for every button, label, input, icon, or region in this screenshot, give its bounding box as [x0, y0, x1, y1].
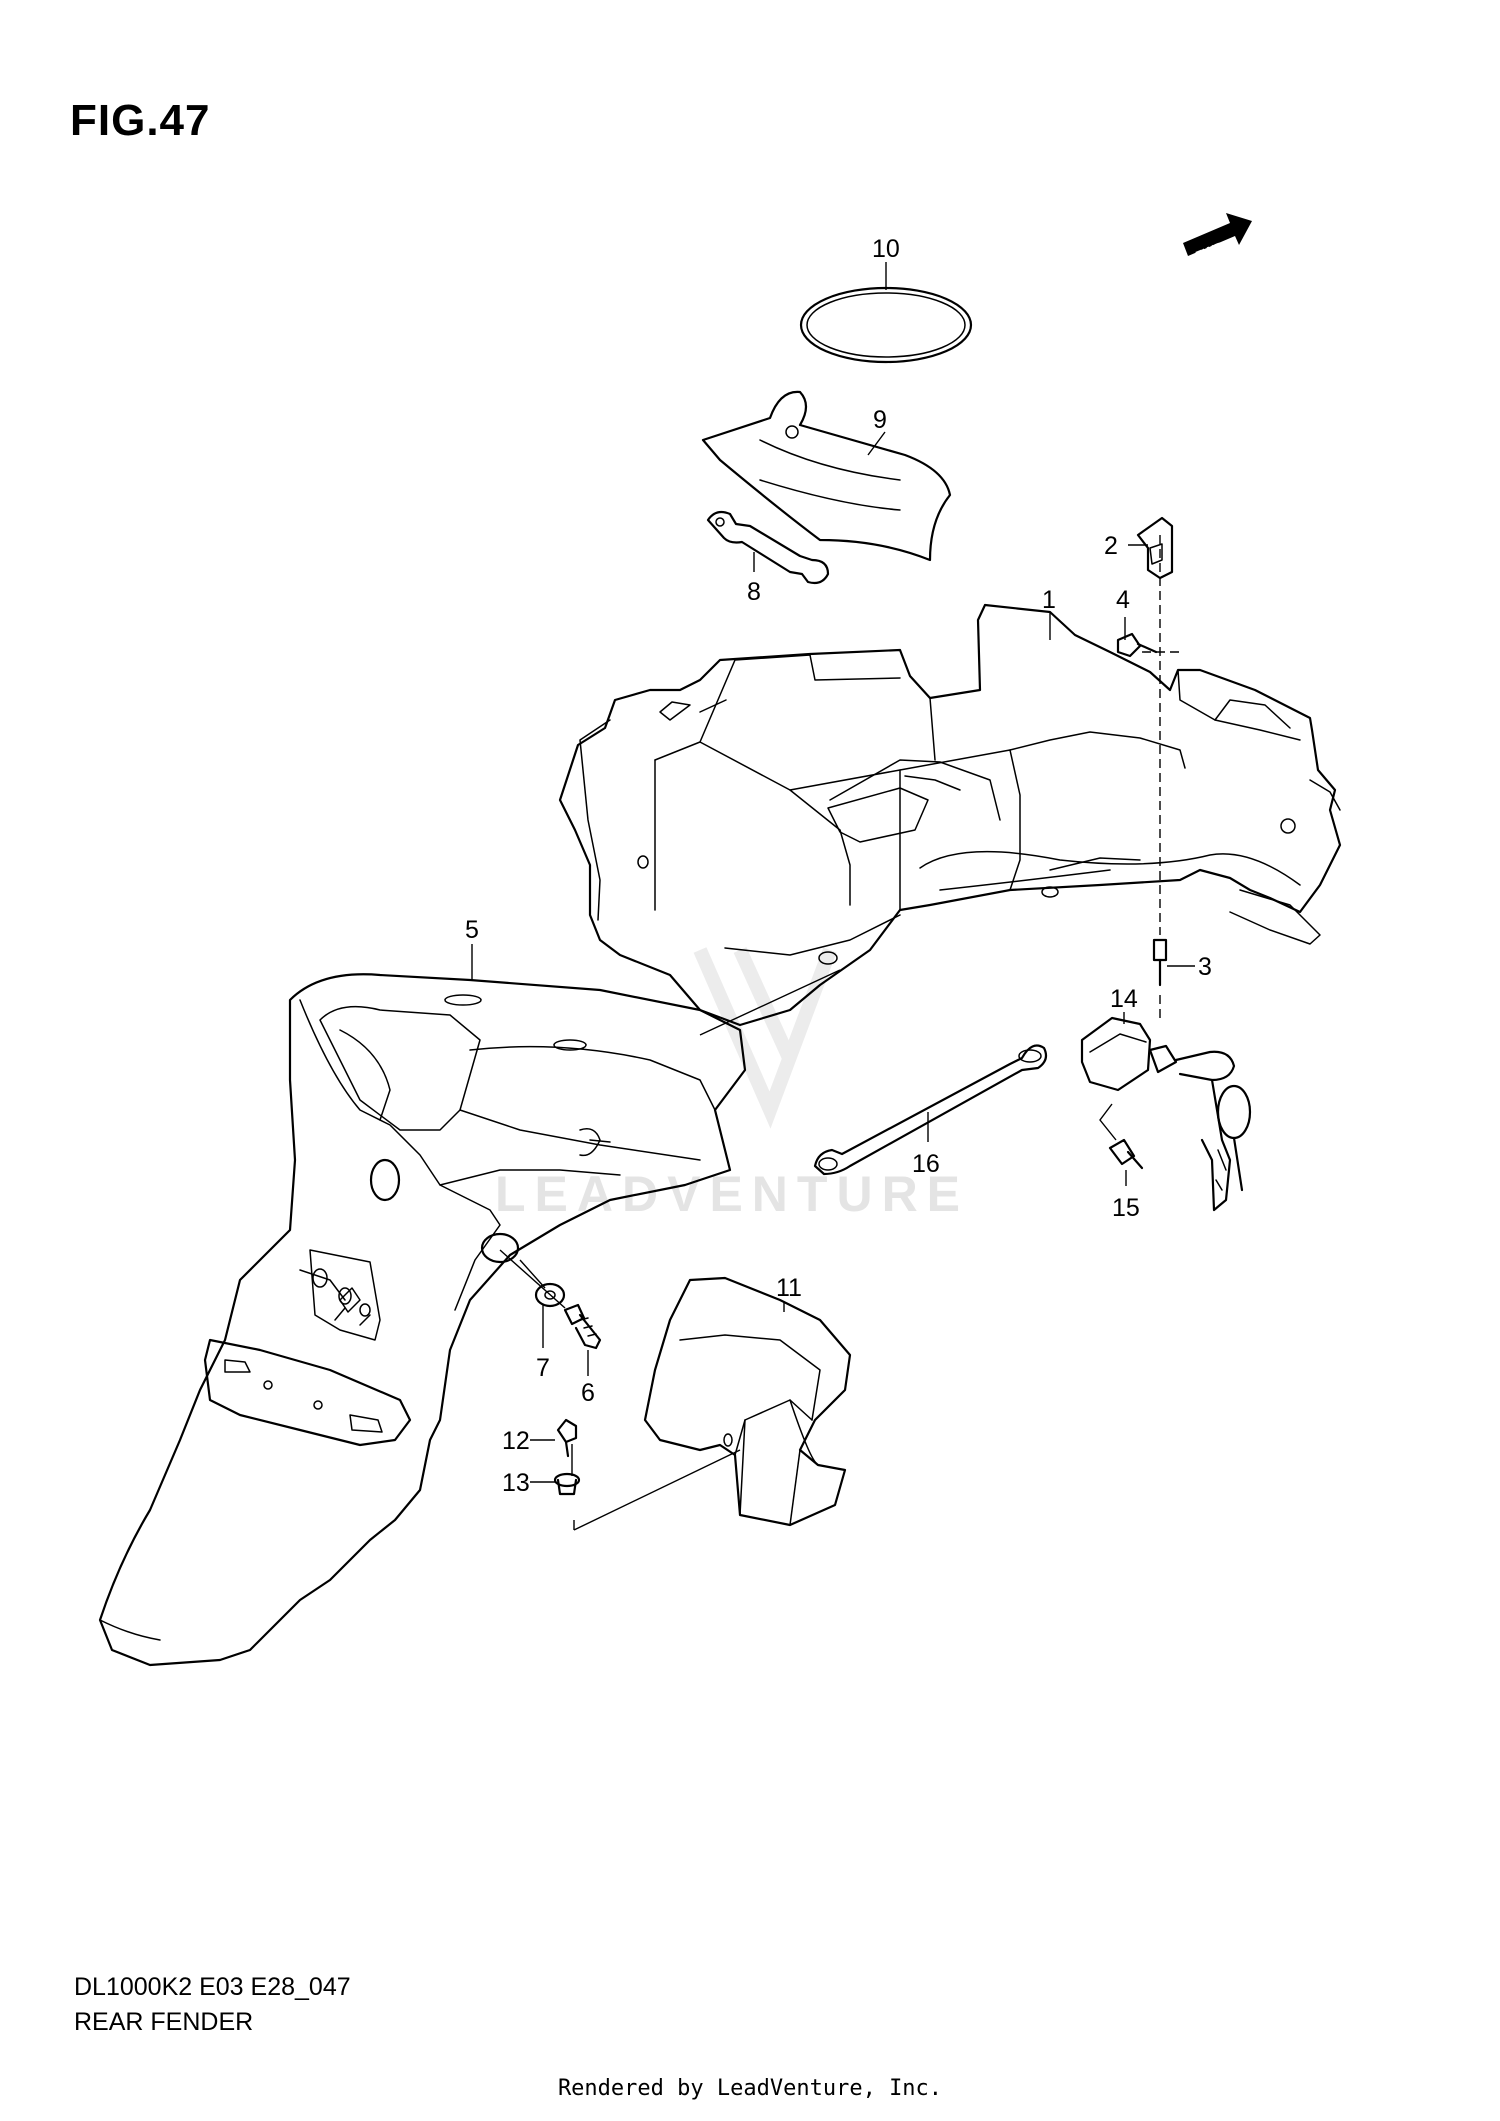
callout-1: 1	[1042, 586, 1056, 614]
fwd-arrow-icon: FWD	[1183, 213, 1252, 263]
part-14-seat-lock	[1080, 1016, 1252, 1212]
section-name: REAR FENDER	[74, 2008, 254, 2036]
part-10-o-ring	[799, 286, 973, 364]
callout-10: 10	[872, 235, 900, 263]
callout-8: 8	[747, 578, 761, 606]
part-9-tool-bag	[701, 390, 952, 562]
part-4-bolt	[1116, 632, 1158, 658]
part-2-clip	[1136, 516, 1174, 580]
render-credit: Rendered by LeadVenture, Inc.	[557, 2076, 943, 2101]
part-8-wrench	[706, 510, 830, 585]
callout-12: 12	[502, 1427, 530, 1455]
callout-2: 2	[1104, 532, 1118, 560]
part-1-rear-fender-tray	[558, 603, 1342, 1027]
model-code: DL1000K2 E03 E28_047	[74, 1973, 351, 2001]
callout-4: 4	[1116, 586, 1130, 614]
figure-title: FIG.47	[70, 96, 211, 145]
part-11-mud-flap	[643, 1276, 852, 1527]
part-3-rivet	[1152, 938, 1168, 987]
part-5-rear-fender	[98, 973, 747, 1667]
callout-5: 5	[465, 916, 479, 944]
callout-15: 15	[1112, 1194, 1140, 1222]
part-6-bolt	[563, 1303, 602, 1350]
part-7-washer	[534, 1282, 566, 1308]
callout-3: 3	[1198, 953, 1212, 981]
part-16-helmet-cable	[813, 1044, 1048, 1176]
assembly-lines	[499, 535, 1180, 1531]
callout-6: 6	[581, 1379, 595, 1407]
watermark-emblem	[693, 947, 837, 1129]
callout-9: 9	[873, 406, 887, 434]
callout-7: 7	[536, 1354, 550, 1382]
callout-13: 13	[502, 1469, 530, 1497]
callout-16: 16	[912, 1150, 940, 1178]
part-15-screw	[1108, 1138, 1144, 1170]
watermark: LEADVENTURE	[495, 1166, 970, 1222]
part-12-screw	[556, 1418, 578, 1458]
callout-leaders	[471, 262, 1195, 1483]
callout-14: 14	[1110, 985, 1138, 1013]
callout-labels: 10 9 8 2 1 4 3 14 16 15 5 11 7 6 12 13	[465, 235, 1212, 1497]
part-13-grommet	[553, 1472, 581, 1496]
callout-11: 11	[776, 1274, 802, 1302]
